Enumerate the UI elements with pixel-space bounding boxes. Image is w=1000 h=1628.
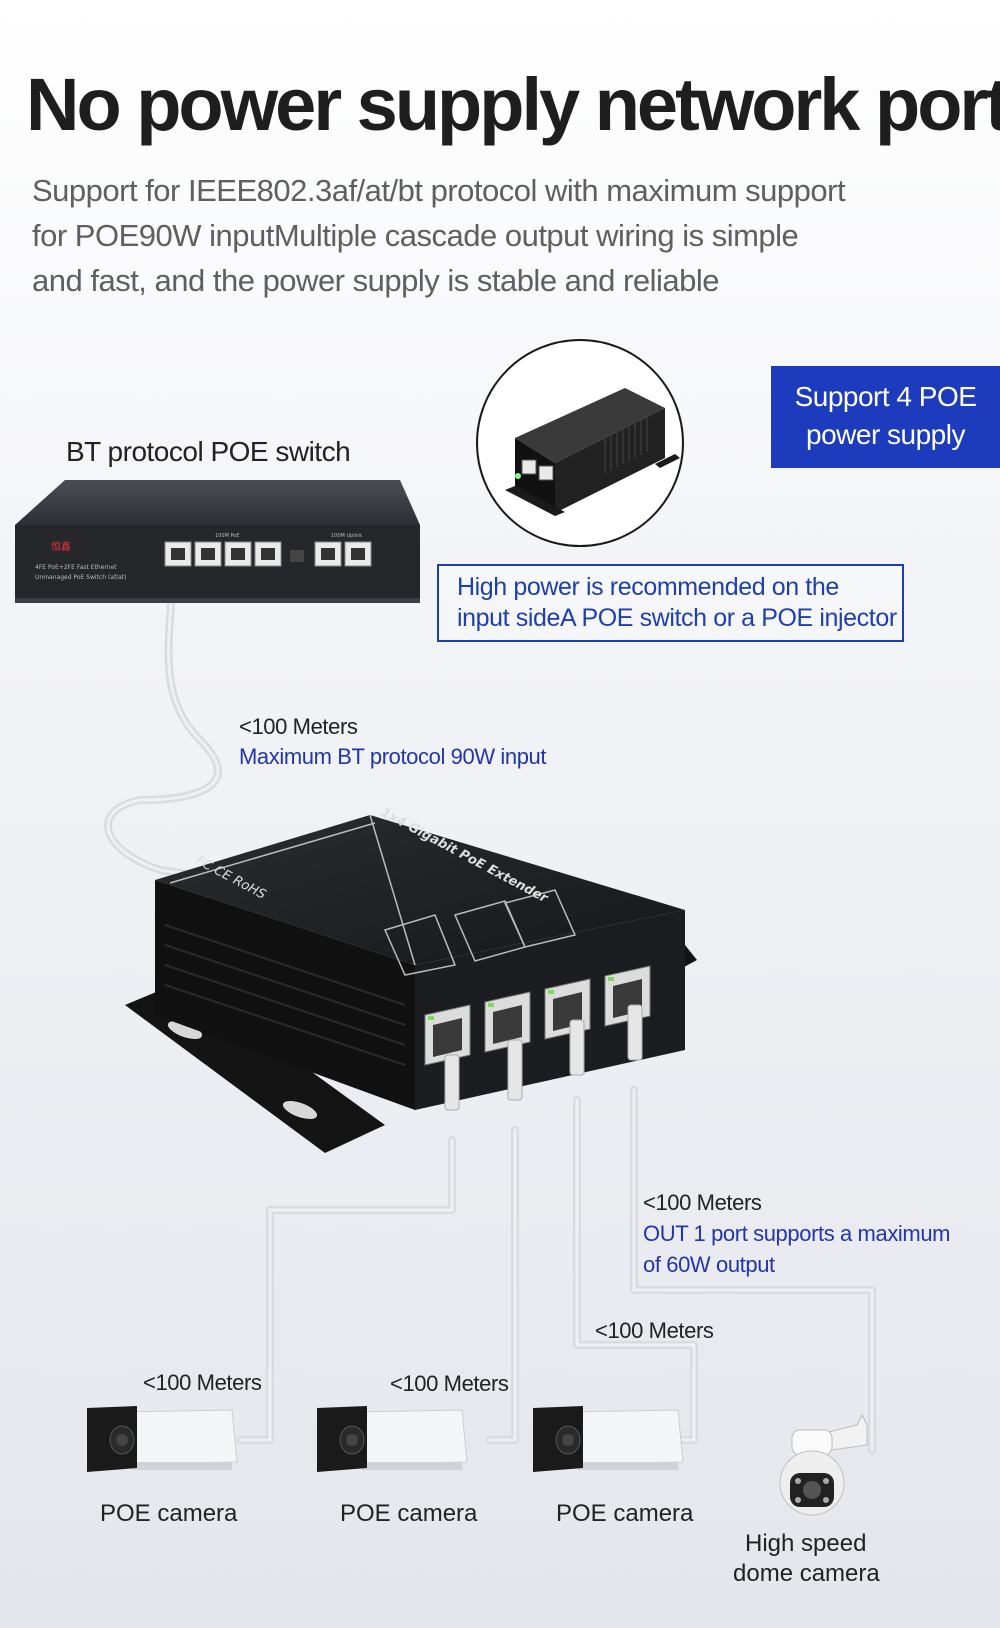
recommendation-line: input sideA POE switch or a POE injector (457, 604, 897, 632)
badge-line: power supply (806, 419, 965, 450)
subtitle-line: Support for IEEE802.3af/at/bt protocol w… (32, 173, 846, 208)
subtitle-line: for POE90W inputMultiple cascade output … (32, 218, 799, 253)
support-badge: Support 4 POE power supply (771, 366, 1000, 468)
subtitle: Support for IEEE802.3af/at/bt protocol w… (32, 168, 932, 303)
input-distance-label: <100 Meters (239, 714, 358, 739)
switch-poe-group-label: 100M PoE (215, 533, 240, 539)
cam2-distance-label: <100 Meters (390, 1371, 509, 1396)
subtitle-line: and fast, and the power supply is stable… (32, 263, 719, 298)
poe-switch-image: 恒鑫 4FE PoE+2FE Fast Ethernet Unmanaged P… (15, 480, 420, 603)
input-power-note: Maximum BT protocol 90W input (239, 744, 547, 769)
page-title: No power supply network port (26, 63, 1000, 146)
switch-uplink-group-label: 100M Uplink (331, 533, 362, 539)
out1-distance-label: <100 Meters (643, 1190, 762, 1215)
bullet-camera-3 (533, 1406, 684, 1472)
poe-extender-image: FC CE RoHS 1x4 Gigabit PoE Extender (125, 805, 697, 1153)
cam1-distance-label: <100 Meters (143, 1370, 262, 1395)
out1-power-note: OUT 1 port supports a maximum (643, 1221, 951, 1246)
recommendation-line: High power is recommended on the (457, 573, 839, 601)
camera-label: POE camera (340, 1500, 478, 1527)
recommendation-box: High power is recommended on the input s… (437, 564, 904, 642)
bullet-camera-2 (317, 1406, 468, 1472)
bullet-camera-1 (87, 1406, 238, 1472)
camera-label: POE camera (556, 1500, 694, 1527)
cam3-distance-label: <100 Meters (595, 1318, 714, 1343)
badge-line: Support 4 POE (794, 381, 977, 412)
switch-model-line1: 4FE PoE+2FE Fast Ethernet (35, 564, 117, 571)
dome-camera-label: High speed (745, 1530, 867, 1557)
switch-label: BT protocol POE switch (66, 436, 351, 467)
poe-injector-image (476, 339, 684, 547)
out1-power-note: of 60W output (643, 1252, 775, 1277)
switch-model-line2: Unmanaged PoE Switch (af/at) (35, 574, 126, 581)
switch-brand: 恒鑫 (51, 540, 71, 553)
dome-camera (779, 1413, 868, 1516)
dome-camera-label: dome camera (733, 1560, 880, 1587)
camera-label: POE camera (100, 1500, 238, 1527)
